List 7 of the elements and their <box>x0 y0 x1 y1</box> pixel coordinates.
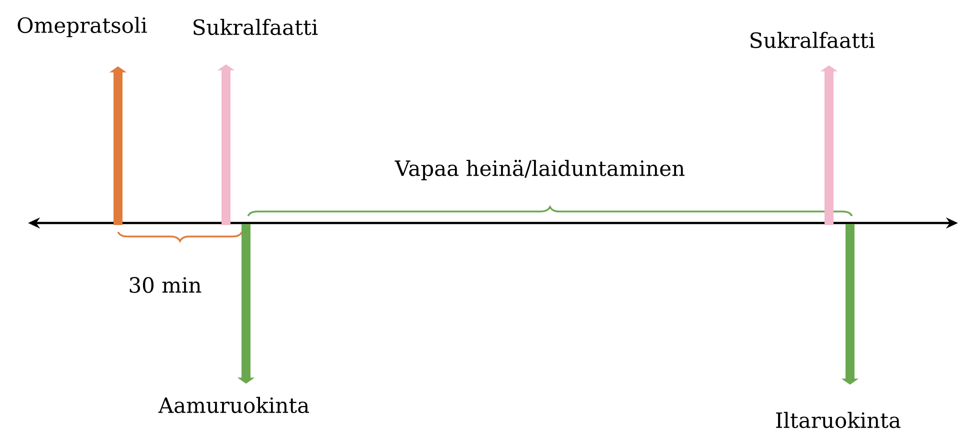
feeding-label: Aamuruokinta <box>158 396 310 414</box>
drug-label: Sukralfaatti <box>750 32 875 48</box>
brace-label: 30 min <box>130 277 202 293</box>
drug-label: Sukralfaatti <box>194 18 318 36</box>
drug-label: Omepratsoli <box>18 16 147 38</box>
brace-label: Vapaa heinä/laiduntaminen <box>394 160 684 180</box>
feeding-label: Iltaruokinta <box>776 412 900 428</box>
